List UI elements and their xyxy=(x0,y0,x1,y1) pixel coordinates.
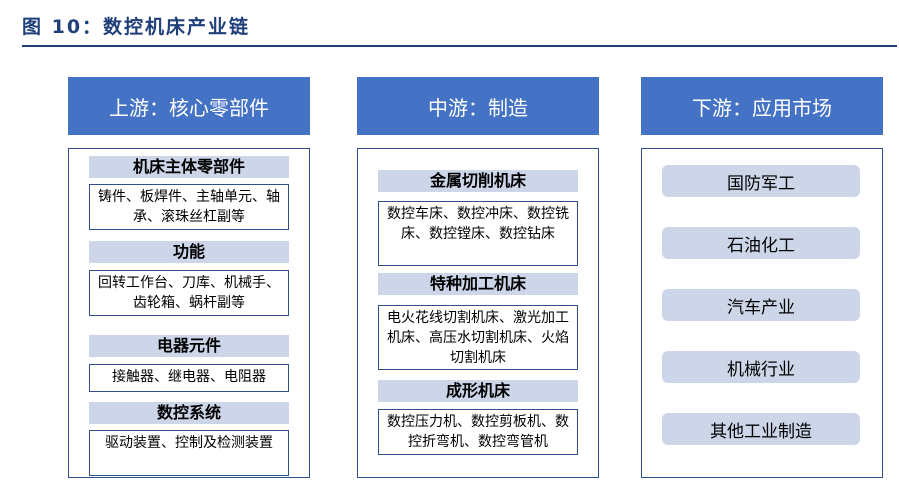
items-functional: 回转工作台、刀库、机械手、齿轮箱、蜗杆副等 xyxy=(89,270,289,316)
market-petrochemical: 石油化工 xyxy=(662,227,860,259)
upstream-header: 上游：核心零部件 xyxy=(68,77,310,135)
title-divider xyxy=(22,45,897,47)
category-forming: 成形机床 xyxy=(378,380,578,402)
category-electrical-components: 电器元件 xyxy=(89,335,289,357)
category-cnc-system: 数控系统 xyxy=(89,402,289,424)
items-machine-body-parts: 铸件、板焊件、主轴单元、轴承、滚珠丝杠副等 xyxy=(89,184,289,230)
items-metal-cutting: 数控车床、数控冲床、数控铣床、数控镗床、数控钻床 xyxy=(378,201,578,266)
category-metal-cutting: 金属切削机床 xyxy=(378,170,578,192)
market-machinery: 机械行业 xyxy=(662,351,860,383)
figure-title: 图 10：数控机床产业链 xyxy=(22,16,251,38)
market-automotive: 汽车产业 xyxy=(662,289,860,321)
items-forming: 数控压力机、数控剪板机、数控折弯机、数控弯管机 xyxy=(378,409,578,455)
items-special-processing: 电火花线切割机床、激光加工机床、高压水切割机床、火焰切割机床 xyxy=(378,305,578,370)
category-machine-body-parts: 机床主体零部件 xyxy=(89,156,289,178)
downstream-box xyxy=(641,148,883,478)
market-other-industrial: 其他工业制造 xyxy=(662,413,860,445)
category-special-processing: 特种加工机床 xyxy=(378,273,578,295)
upstream-box: 机床主体零部件 铸件、板焊件、主轴单元、轴承、滚珠丝杠副等 功能 回转工作台、刀… xyxy=(68,148,310,478)
items-electrical-components: 接触器、继电器、电阻器 xyxy=(89,364,289,392)
midstream-box: 金属切削机床 数控车床、数控冲床、数控铣床、数控镗床、数控钻床 特种加工机床 电… xyxy=(357,148,599,478)
category-functional: 功能 xyxy=(89,241,289,263)
market-defense: 国防军工 xyxy=(662,165,860,197)
downstream-header: 下游：应用市场 xyxy=(641,77,883,135)
midstream-header: 中游：制造 xyxy=(357,77,599,135)
items-cnc-system: 驱动装置、控制及检测装置 xyxy=(89,430,289,476)
